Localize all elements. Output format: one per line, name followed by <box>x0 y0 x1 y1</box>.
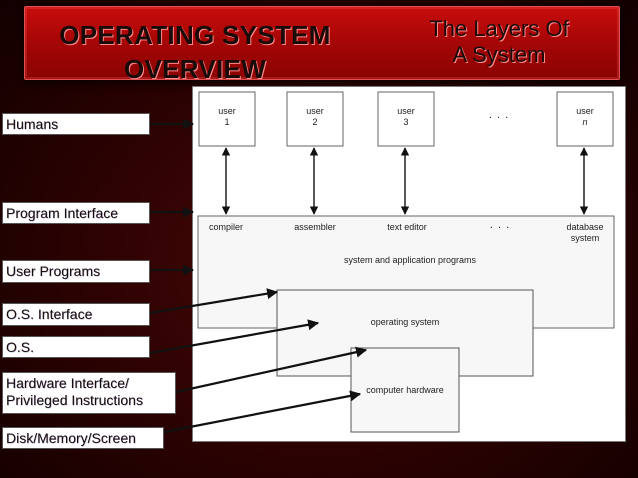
hardware-interface-label: Hardware Interface/ Privileged Instructi… <box>2 372 176 414</box>
page-subtitle: The Layers Of A System <box>404 16 594 68</box>
os-interface-label: O.S. Interface <box>2 303 150 326</box>
title-line-1: OPERATING SYSTEM <box>59 20 331 50</box>
computer-hardware-box <box>350 347 460 433</box>
user-n-label: user n <box>576 106 594 127</box>
os-interface-pointer-arrow <box>149 288 279 315</box>
user-n-box <box>556 91 614 147</box>
user-2-box <box>286 91 344 147</box>
compiler-label: compiler <box>208 222 243 232</box>
page-title: OPERATING SYSTEM OVERVIEW <box>30 18 360 86</box>
humans-label: Humans <box>2 113 150 135</box>
database-system-label: database system <box>566 222 604 243</box>
disk-memory-screen-label: Disk/Memory/Screen <box>2 427 164 449</box>
user-2-label: user 2 <box>306 106 324 127</box>
user-3-box <box>377 91 435 147</box>
computer-hardware-label: computer hardware <box>366 385 444 395</box>
user-3-label: user 3 <box>397 106 415 127</box>
programs-ellipsis: . . . <box>489 219 511 231</box>
text-editor-label: text editor <box>387 222 427 232</box>
user-1-label: user 1 <box>218 106 236 127</box>
title-banner <box>24 6 620 80</box>
user-ellipsis: . . . <box>488 109 510 121</box>
user-1-box <box>198 91 256 147</box>
system-programs-label: system and application programs <box>343 255 477 265</box>
title-line-2: OVERVIEW <box>123 54 267 84</box>
assembler-label: assembler <box>294 222 336 232</box>
os-pointer-arrow <box>149 319 320 355</box>
disk-pointer-arrow <box>163 390 362 434</box>
operating-system-label: operating system <box>370 317 440 327</box>
subtitle-line-2: A System <box>452 42 546 67</box>
subtitle-line-1: The Layers Of <box>429 16 569 41</box>
os-label: O.S. <box>2 336 150 358</box>
user-programs-label: User Programs <box>2 260 150 283</box>
program-interface-label: Program Interface <box>2 202 150 224</box>
hw-interface-pointer-arrow <box>175 346 368 394</box>
